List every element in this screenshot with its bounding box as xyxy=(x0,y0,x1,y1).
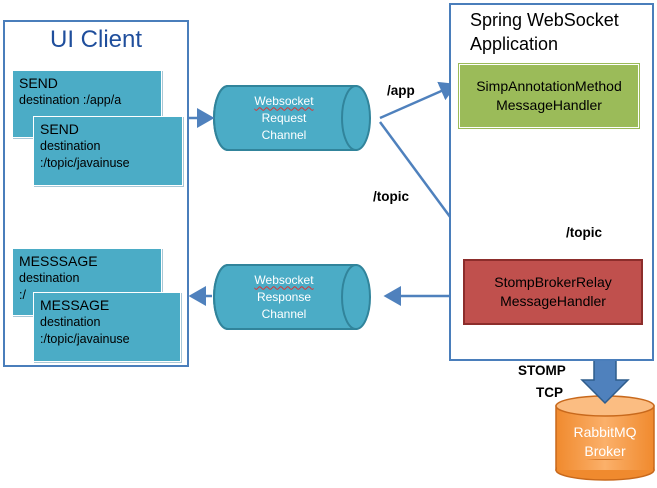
simp-handler-line2: MessageHandler xyxy=(496,97,602,113)
broker-relay-line1: StompBrokerRelay xyxy=(494,274,612,290)
broker-relay-line2: MessageHandler xyxy=(500,293,606,309)
response-channel-websocket: Websocket xyxy=(254,272,314,287)
request-channel-shape xyxy=(213,85,371,151)
message-destination: destination xyxy=(40,315,101,329)
send-message-box: SEND destination :/topic/javainuse xyxy=(33,116,183,186)
request-channel-request: Request xyxy=(261,110,307,125)
topic-route-label-right: /topic xyxy=(566,225,602,240)
request-channel-websocket: Websocket xyxy=(254,93,314,108)
simp-handler-line1: SimpAnnotationMethod xyxy=(476,78,622,94)
topic-route-label: /topic xyxy=(373,189,409,204)
send-destination-topic: :/topic/javainuse xyxy=(40,156,130,170)
response-channel-label: Websocket Response Channel xyxy=(222,267,346,327)
spring-app-title: Spring WebSocket Application xyxy=(470,8,619,56)
message-destination: destination xyxy=(19,271,80,285)
send-destination: destination :/app/a xyxy=(19,93,122,107)
app-route-label: /app xyxy=(387,83,415,98)
send-label: SEND xyxy=(19,75,58,91)
rabbitmq-cylinder xyxy=(555,395,655,481)
ui-client-title: UI Client xyxy=(49,26,143,53)
simp-annotation-handler: SimpAnnotationMethod MessageHandler xyxy=(459,64,639,128)
message-destination-topic: :/topic/javainuse xyxy=(40,332,130,346)
spring-app-title-line1: Spring WebSocket xyxy=(470,10,619,30)
stomp-label: STOMP xyxy=(518,363,566,378)
request-channel-label: Websocket Request Channel xyxy=(222,88,346,148)
tcp-label: TCP xyxy=(536,385,563,400)
request-channel-channel: Channel xyxy=(261,127,307,142)
response-channel-response: Response xyxy=(256,289,312,304)
message-destination-path: :/ xyxy=(19,288,26,302)
response-channel-shape xyxy=(213,264,371,330)
send-destination: destination xyxy=(40,139,101,153)
message-box: MESSAGE destination :/topic/javainuse xyxy=(33,292,181,362)
stomp-broker-relay-handler: StompBrokerRelay MessageHandler xyxy=(463,259,643,325)
send-label: SEND xyxy=(40,121,79,137)
rabbitmq-line1: RabbitMQ xyxy=(573,424,637,440)
response-channel-channel: Channel xyxy=(261,306,307,321)
app-arrow xyxy=(379,81,458,120)
rabbitmq-broker-label: RabbitMQ Broker xyxy=(556,420,654,464)
message-label: MESSAGE xyxy=(40,297,110,313)
spring-app-title-line2: Application xyxy=(470,34,559,54)
message-label: MESSSAGE xyxy=(19,253,98,269)
rabbitmq-line2: Broker xyxy=(584,443,626,459)
